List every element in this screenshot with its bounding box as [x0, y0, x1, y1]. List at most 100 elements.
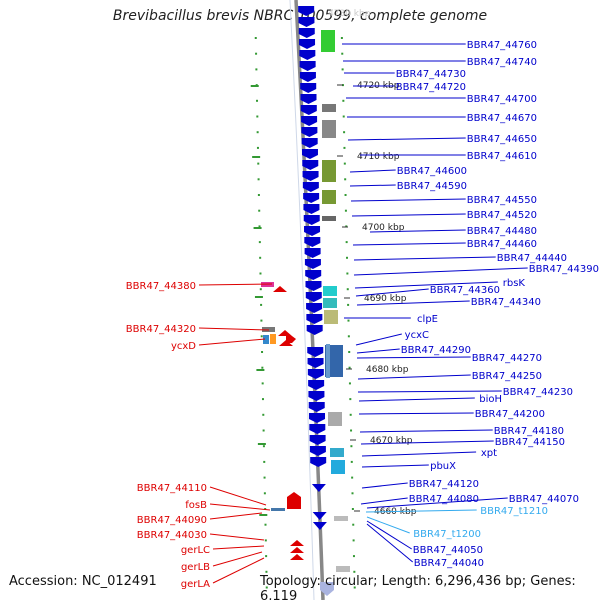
feature-block — [322, 160, 336, 182]
label-connector — [212, 557, 265, 584]
feature-block — [331, 460, 345, 474]
label-connector — [360, 440, 494, 445]
plus-strand-gene-arrow — [304, 226, 321, 236]
minus-strand-gene-arrow — [286, 336, 296, 343]
gene-label-left: gerLC — [181, 545, 210, 556]
label-connector — [366, 523, 414, 563]
gene-label-right: BBR47_44070 — [509, 494, 579, 505]
label-connector — [351, 213, 466, 217]
minus-strand-gene-arrow — [287, 492, 301, 509]
plus-strand-gene-arrow — [308, 380, 325, 390]
gene-label-right: BBR47_44290 — [401, 345, 471, 356]
plus-strand-gene-arrow — [309, 446, 326, 456]
plus-strand-gene-arrow — [301, 116, 318, 126]
plus-strand-gene-arrow — [302, 171, 319, 181]
plus-strand-gene-arrow — [306, 325, 323, 335]
label-connector — [353, 256, 496, 261]
gene-label-right: bioH — [479, 394, 502, 405]
gene-label-right: BBR47_44150 — [495, 437, 565, 448]
gene-label-right: rbsK — [503, 278, 526, 289]
feature-block — [323, 286, 337, 296]
plus-strand-gene-arrow — [311, 484, 326, 492]
feature-block — [322, 104, 336, 112]
gene-label-right: BBR47_t1200 — [413, 529, 481, 540]
plus-strand-gene-arrow — [305, 281, 322, 291]
gene-label-right: BBR47_44050 — [413, 545, 483, 556]
feature-block — [322, 120, 336, 138]
gene-label-right: BBR47_44270 — [472, 353, 542, 364]
feature-block — [323, 298, 337, 308]
label-connector — [359, 429, 493, 433]
label-connector — [355, 288, 429, 297]
label-connector — [198, 283, 273, 286]
ruler-label: 4680 kbp — [366, 365, 409, 375]
plus-strand-gene-arrow — [312, 512, 327, 520]
gene-label-right: BBR47_44440 — [497, 253, 567, 264]
gene-label-right: BBR47_44610 — [467, 151, 537, 162]
minus-strand-gene-arrow — [290, 540, 304, 546]
gene-label-left: BBR47_44110 — [137, 483, 207, 494]
gene-label-left: fosB — [185, 500, 207, 511]
gene-label-left: gerLB — [181, 562, 210, 573]
label-connector — [358, 397, 475, 402]
gene-label-left: BBR47_44090 — [137, 515, 207, 526]
plus-strand-gene-arrow — [304, 259, 321, 269]
feature-block — [330, 448, 344, 457]
gene-label-right: BBR47_44120 — [409, 479, 479, 490]
gene-label-right: BBR47_44390 — [529, 264, 599, 275]
label-connector — [361, 482, 408, 489]
map-title: Brevibacillus brevis NBRC 100599, comple… — [112, 8, 488, 24]
plus-strand-gene-arrow — [304, 237, 321, 247]
plus-strand-gene-arrow — [309, 424, 326, 434]
gene-label-right: BBR47_44740 — [467, 57, 537, 68]
label-connector — [361, 464, 429, 468]
label-connector — [212, 545, 265, 550]
gene-label-right: BBR47_44590 — [397, 181, 467, 192]
topology-text: Topology: circular; Length: 6,296,436 bp… — [260, 574, 576, 600]
ruler-label: 4670 kbp — [370, 436, 413, 446]
feature-block — [336, 566, 350, 572]
gene-label-left: gerLA — [181, 579, 210, 590]
plus-strand-gene-arrow — [300, 83, 317, 93]
label-connector — [361, 451, 477, 457]
plus-strand-gene-arrow — [298, 28, 315, 38]
gene-label-right: BBR47_44730 — [396, 69, 466, 80]
plus-strand-gene-arrow — [300, 94, 317, 104]
label-connector — [347, 137, 466, 141]
label-connector — [356, 356, 471, 359]
plus-strand-gene-arrow — [320, 582, 334, 596]
label-connector — [350, 198, 466, 202]
gene-label-right: BBR47_44760 — [467, 40, 537, 51]
label-connector — [209, 486, 267, 506]
plus-strand-gene-arrow — [299, 39, 316, 49]
gene-label-right: BBR47_44670 — [467, 113, 537, 124]
plus-strand-gene-arrow — [310, 457, 327, 467]
plus-strand-gene-arrow — [301, 149, 318, 159]
feature-block — [326, 344, 330, 378]
backbone-shadow — [289, 0, 315, 600]
ruler-label: 4690 kbp — [364, 294, 407, 304]
label-connector — [360, 497, 408, 505]
accession-text: Accession: NC_012491 — [9, 574, 157, 589]
feature-block — [322, 216, 336, 221]
gene-label-right: BBR47_44360 — [430, 285, 500, 296]
gene-label-right: BBR47_44180 — [494, 426, 564, 437]
plus-strand-gene-arrow — [303, 204, 320, 214]
gene-label-right: BBR47_44460 — [467, 239, 537, 250]
plus-strand-gene-arrow — [299, 50, 316, 60]
ruler-label-partial: 4730 kbp — [328, 9, 371, 19]
plus-strand-gene-arrow — [307, 369, 324, 379]
gene-label-right: BBR47_44340 — [471, 297, 541, 308]
gene-label-right: BBR47_44250 — [472, 371, 542, 382]
gene-label-right: clpE — [417, 314, 438, 325]
gene-label-left: BBR47_44380 — [126, 281, 196, 292]
plus-strand-gene-arrow — [298, 6, 315, 16]
label-connector — [365, 509, 477, 513]
gene-label-right: pbuX — [430, 461, 456, 472]
plus-strand-gene-arrow — [298, 17, 315, 27]
plus-strand-gene-arrow — [309, 413, 326, 423]
feature-block — [321, 30, 335, 52]
label-connector — [353, 267, 528, 276]
